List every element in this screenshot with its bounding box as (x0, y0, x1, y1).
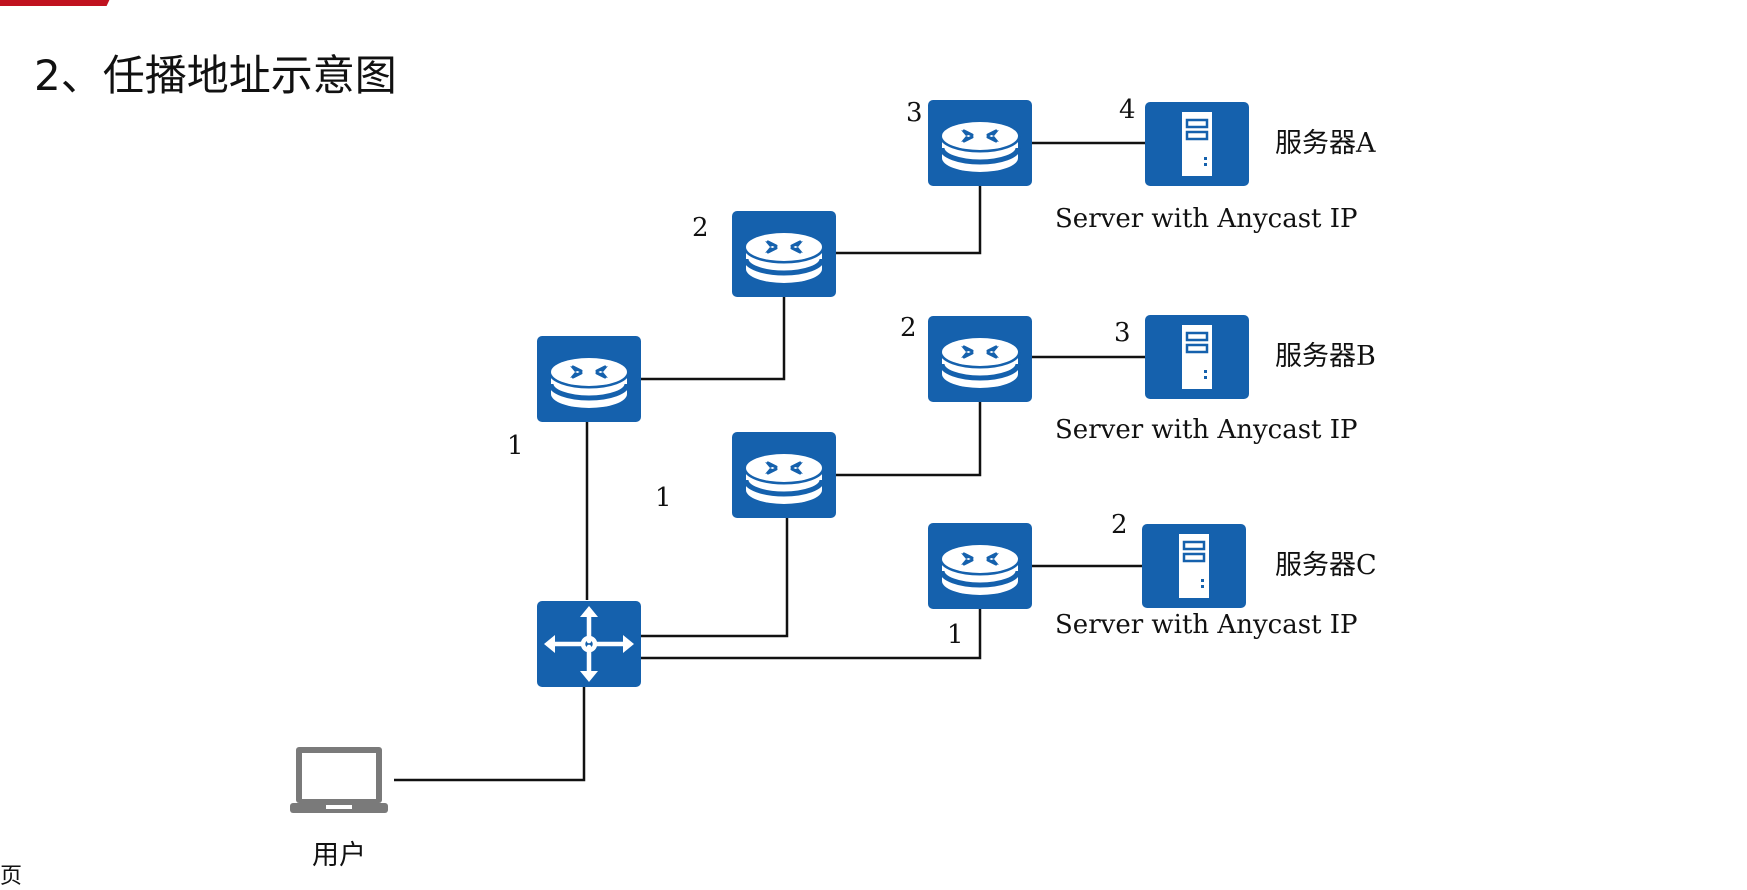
page-title: 2、任播地址示意图 (34, 51, 397, 100)
hop-label: 1 (655, 483, 672, 513)
server-icon (1140, 522, 1248, 610)
page-corner-text: 页 (0, 864, 23, 889)
link-switch-rc1 (640, 606, 982, 660)
server-b-name: 服务器B (1275, 341, 1376, 372)
server-a-caption: Server with Anycast IP (1055, 204, 1358, 234)
links (394, 141, 1145, 782)
switch-icon (537, 601, 641, 687)
link-user-switch (394, 686, 586, 782)
router-icon (732, 432, 836, 518)
server-b-caption: Server with Anycast IP (1055, 415, 1358, 445)
hop-label: 1 (947, 620, 964, 650)
hop-label: 2 (900, 313, 917, 343)
user-label: 用户 (312, 840, 366, 871)
hop-label: 2 (692, 213, 709, 243)
hop-label: 4 (1119, 95, 1136, 125)
router-icon (732, 211, 836, 297)
server-c-name: 服务器C (1275, 550, 1377, 581)
server-c-caption: Server with Anycast IP (1055, 610, 1358, 640)
link-ra1-ra2 (640, 295, 786, 381)
laptop-icon (290, 747, 388, 813)
server-a-name: 服务器A (1275, 128, 1376, 159)
link-rb1-rb2 (836, 399, 982, 477)
router-icon (537, 336, 641, 422)
server-icon (1143, 100, 1251, 188)
router-icon (928, 523, 1032, 609)
hop-label: 1 (507, 431, 524, 461)
router-icon (928, 316, 1032, 402)
link-ra2-ra3 (836, 184, 982, 255)
router-icon (928, 100, 1032, 186)
hop-label: 2 (1111, 510, 1128, 540)
link-switch-rb1 (640, 517, 789, 638)
server-icon (1143, 313, 1251, 401)
hop-label: 3 (1114, 318, 1131, 348)
hop-label: 3 (906, 98, 923, 128)
header-accent-bar (0, 0, 100, 6)
